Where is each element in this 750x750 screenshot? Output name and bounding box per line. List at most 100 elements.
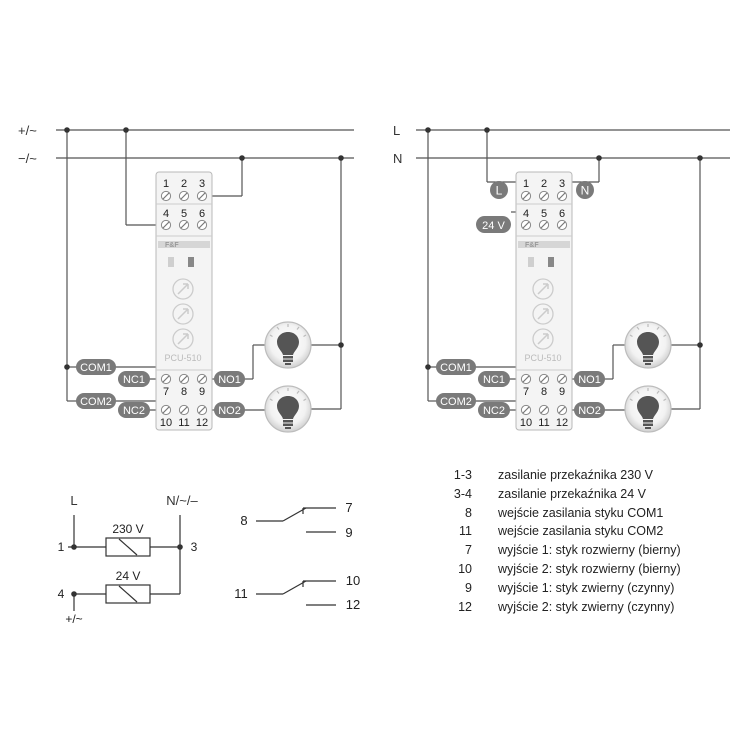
- left-terminal-10: 10: [160, 417, 172, 429]
- svg-text:NO2: NO2: [578, 405, 601, 417]
- left-terminal-5: 5: [181, 208, 187, 220]
- left-tag-com1: COM1: [76, 359, 116, 375]
- svg-text:F&F: F&F: [165, 242, 179, 249]
- coil-230-label: 230 V: [112, 522, 143, 536]
- right-terminal-9: 9: [559, 386, 565, 398]
- legend-row: 12 wyjście 2: styk zwierny (czynny): [438, 598, 738, 617]
- right-rail-top-label: L: [393, 123, 400, 138]
- right-terminal-4: 4: [523, 208, 529, 220]
- legend-row: 1-3 zasilanie przekaźnika 230 V: [438, 466, 738, 485]
- left-terminal-2: 2: [181, 178, 187, 190]
- left-terminal-9: 9: [199, 386, 205, 398]
- right-device-model: PCU-510: [524, 353, 561, 363]
- legend-description: wyjście 1: styk zwierny (czynny): [498, 580, 675, 595]
- right-terminal-5: 5: [541, 208, 547, 220]
- right-tag-nc1: NC1: [478, 371, 510, 387]
- right-tag-com1: COM1: [436, 359, 476, 375]
- legend-code: 1-3: [453, 468, 472, 482]
- relay-coil-schematic: L N/~/– 230 V 24 V 1 3 4 +/~: [58, 493, 199, 626]
- svg-text:NO2: NO2: [218, 405, 241, 417]
- right-tag-nc2: NC2: [478, 402, 510, 418]
- svg-text:24 V: 24 V: [482, 220, 505, 232]
- right-terminal-2: 2: [541, 178, 547, 190]
- legend-row: 9 wyjście 1: styk zwierny (czynny): [438, 579, 738, 598]
- left-device-model: PCU-510: [164, 353, 201, 363]
- coil-label-n: N/~/–: [166, 493, 198, 508]
- left-terminal-4: 4: [163, 208, 169, 220]
- contact-label-12: 12: [346, 597, 360, 612]
- left-tag-com2: COM2: [76, 393, 116, 409]
- left-rail-top-label: +/~: [18, 123, 37, 138]
- right-terminal-3: 3: [559, 178, 565, 190]
- legend-code: 12: [458, 599, 472, 614]
- legend-row: 7 wyjście 1: styk rozwierny (bierny): [438, 541, 738, 560]
- legend-description: zasilanie przekaźnika 24 V: [498, 486, 646, 501]
- svg-text:N: N: [581, 184, 590, 198]
- right-tag-com2: COM2: [436, 393, 476, 409]
- right-terminal-6: 6: [559, 208, 565, 220]
- svg-text:NC2: NC2: [123, 405, 145, 417]
- right-relay-device: F&F PCU-510 1 2 3 4 5 6 7 8 9 10 11: [515, 171, 573, 431]
- legend-code: 3-4: [453, 486, 472, 501]
- terminal-legend: 1-3 zasilanie przekaźnika 230 V 3-4 zasi…: [438, 466, 738, 616]
- left-terminal-1: 1: [163, 178, 169, 190]
- light-bulb-icon: [264, 321, 312, 369]
- svg-text:NO1: NO1: [578, 374, 601, 386]
- right-terminal-11: 11: [538, 417, 549, 429]
- legend-description: wyjście 1: styk rozwierny (bierny): [498, 543, 681, 558]
- legend-code: 8: [465, 505, 472, 520]
- left-terminal-3: 3: [199, 178, 205, 190]
- coil-terminal-1: 1: [58, 540, 65, 554]
- left-terminal-6: 6: [199, 208, 205, 220]
- contact-label-7: 7: [345, 500, 352, 515]
- right-tag-24v: 24 V: [476, 216, 511, 233]
- svg-text:F&F: F&F: [525, 242, 539, 249]
- legend-description: wejście zasilania styku COM2: [498, 524, 664, 539]
- right-tag-no2: NO2: [574, 402, 605, 418]
- right-terminal-1: 1: [523, 178, 529, 190]
- svg-text:COM1: COM1: [80, 362, 112, 374]
- left-terminal-numbers: 1 2 3 4 5 6 7 8 9 10 11 12: [160, 178, 208, 429]
- light-bulb-icon: [624, 321, 672, 369]
- left-wiring-diagram: +/~ −/~: [18, 123, 354, 433]
- right-junction-dots: [425, 127, 703, 370]
- changeover-contact-schematic: 8 7 9 11 10 12: [234, 500, 360, 612]
- svg-text:NC1: NC1: [483, 374, 505, 386]
- svg-text:COM2: COM2: [80, 396, 112, 408]
- left-tag-no1: NO1: [214, 371, 245, 387]
- legend-description: wyjście 2: styk zwierny (czynny): [498, 599, 675, 614]
- legend-description: zasilanie przekaźnika 230 V: [498, 468, 653, 482]
- contact-label-10: 10: [346, 573, 360, 588]
- coil-terminal-3: 3: [191, 540, 198, 554]
- legend-code: 11: [459, 524, 472, 539]
- left-terminal-8: 8: [181, 386, 187, 398]
- legend-row: 3-4 zasilanie przekaźnika 24 V: [438, 485, 738, 504]
- relay-coil-icon: [105, 537, 151, 557]
- changeover-contact-icon: [256, 580, 336, 606]
- light-bulb-icon: [624, 385, 672, 433]
- left-terminal-12: 12: [196, 417, 208, 429]
- right-terminal-numbers: 1 2 3 4 5 6 7 8 9 10 11 12: [520, 178, 568, 429]
- svg-text:L: L: [496, 184, 503, 198]
- left-relay-device: F&F PCU-510 1 2 3 4 5 6 7 8 9 10 11: [155, 171, 213, 431]
- svg-text:COM2: COM2: [440, 396, 472, 408]
- left-terminal-11: 11: [178, 417, 189, 429]
- right-wires: [416, 129, 730, 411]
- right-tag-no1: NO1: [574, 371, 605, 387]
- svg-text:NC2: NC2: [483, 405, 505, 417]
- right-terminal-12: 12: [556, 417, 568, 429]
- legend-row: 11 wejście zasilania styku COM2: [438, 522, 738, 541]
- legend-description: wejście zasilania styku COM1: [498, 505, 664, 520]
- left-rail-bottom-label: −/~: [18, 151, 37, 166]
- coil-label-l: L: [70, 493, 77, 508]
- legend-row: 10 wyjście 2: styk rozwierny (bierny): [438, 560, 738, 579]
- contact-label-9: 9: [345, 525, 352, 540]
- left-terminal-7: 7: [163, 386, 169, 398]
- left-junction-dots: [64, 127, 344, 370]
- coil-terminal-4: 4: [58, 587, 65, 601]
- svg-text:NC1: NC1: [123, 374, 145, 386]
- right-terminal-10: 10: [520, 417, 532, 429]
- right-terminal-7: 7: [523, 386, 529, 398]
- legend-description: wyjście 2: styk rozwierny (bierny): [498, 561, 681, 576]
- contact-label-8: 8: [240, 513, 247, 528]
